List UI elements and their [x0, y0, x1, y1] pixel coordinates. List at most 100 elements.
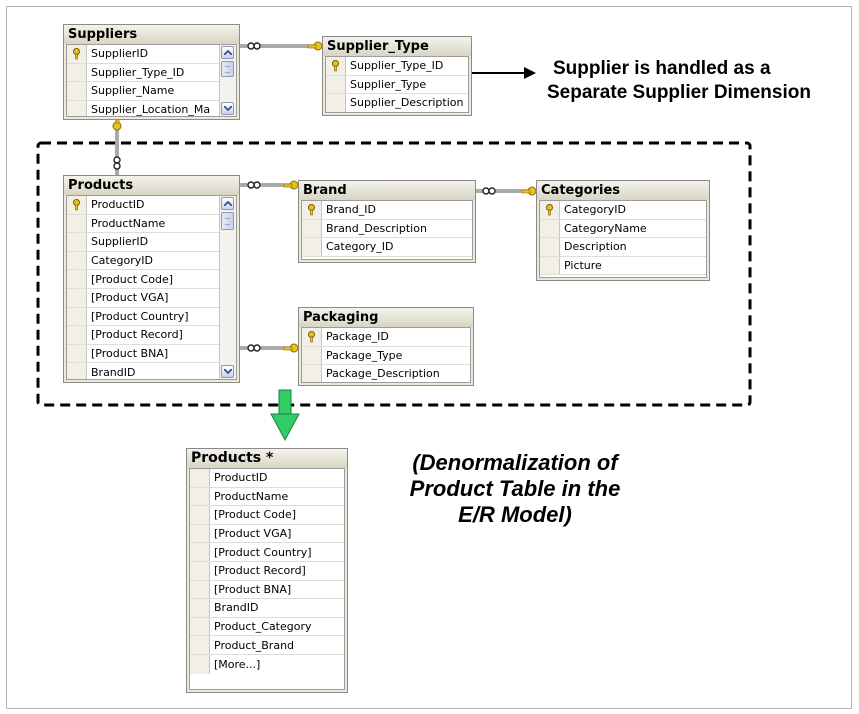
- vertical-scrollbar[interactable]: [219, 196, 236, 379]
- column-row[interactable]: [Product Country]: [190, 543, 344, 562]
- column-name: [Product Country]: [214, 545, 312, 559]
- column-name: CategoryName: [564, 221, 647, 235]
- column-row[interactable]: [Product VGA]: [190, 524, 344, 544]
- column-row[interactable]: ProductID: [67, 196, 236, 215]
- column-row[interactable]: CategoryName: [540, 219, 706, 239]
- column-row[interactable]: Supplier_Location_Ma: [67, 100, 236, 116]
- scroll-up-button[interactable]: [221, 197, 234, 210]
- table-body: ProductID ProductName SupplierID Categor…: [66, 195, 237, 380]
- column-row[interactable]: ProductName: [190, 487, 344, 507]
- table-brand[interactable]: Brand Brand_ID Brand_Description Categor…: [298, 180, 476, 263]
- column-row[interactable]: Product_Category: [190, 617, 344, 637]
- column-row[interactable]: SupplierID: [67, 45, 236, 64]
- table-title: Packaging: [299, 308, 473, 327]
- row-selector: [190, 617, 210, 636]
- table-body: SupplierID Supplier_Type_ID Supplier_Nam…: [66, 44, 237, 117]
- row-selector: [326, 75, 346, 94]
- row-selector: [302, 346, 322, 365]
- table-body: Package_ID Package_Type Package_Descript…: [301, 327, 471, 383]
- column-row[interactable]: [Product Record]: [190, 561, 344, 581]
- column-row[interactable]: ProductName: [67, 214, 236, 234]
- column-row[interactable]: Brand_Description: [302, 219, 472, 239]
- column-name: Supplier_Type_ID: [350, 59, 444, 73]
- column-row[interactable]: Supplier_Name: [67, 82, 236, 101]
- column-name: [Product BNA]: [214, 582, 292, 596]
- column-name: SupplierID: [91, 235, 149, 249]
- column-row[interactable]: [Product Code]: [67, 270, 236, 289]
- column-name: CategoryID: [564, 203, 626, 217]
- relationship-suppliers-supplier-type: [240, 41, 323, 51]
- table-packaging[interactable]: Packaging Package_ID Package_Type Packag…: [298, 307, 474, 386]
- column-row[interactable]: Description: [540, 238, 706, 257]
- column-row[interactable]: Product_Brand: [190, 636, 344, 655]
- column-row[interactable]: [Product BNA]: [67, 344, 236, 364]
- row-selector: [540, 256, 560, 275]
- row-selector: [302, 365, 322, 382]
- table-categories[interactable]: Categories CategoryID CategoryName Descr…: [536, 180, 710, 281]
- table-products-denormalized[interactable]: Products * ProductID ProductName [Produc…: [186, 448, 348, 693]
- scroll-up-button[interactable]: [221, 46, 234, 59]
- column-name: [Product VGA]: [91, 291, 169, 305]
- column-row[interactable]: BrandID: [67, 363, 236, 379]
- row-selector: [67, 288, 87, 307]
- scroll-thumb[interactable]: [221, 212, 234, 230]
- row-selector: [67, 344, 87, 363]
- relationship-key-icon: [521, 186, 537, 196]
- row-selector: [67, 307, 87, 326]
- note-line: Supplier is handled as a: [553, 58, 771, 79]
- column-row[interactable]: ProductID: [190, 469, 344, 488]
- scroll-down-button[interactable]: [221, 102, 234, 115]
- column-row[interactable]: [More...]: [190, 654, 344, 674]
- table-body: ProductID ProductName [Product Code] [Pr…: [189, 468, 345, 690]
- column-row[interactable]: Package_Type: [302, 346, 470, 366]
- table-title: Products *: [187, 449, 347, 468]
- table-title: Products: [64, 176, 239, 195]
- row-selector: [190, 487, 210, 506]
- table-title: Supplier_Type: [323, 37, 471, 56]
- column-row[interactable]: Picture: [540, 256, 706, 276]
- column-name: Supplier_Name: [91, 84, 175, 98]
- row-selector: [302, 328, 322, 346]
- key-icon: [546, 204, 553, 216]
- scroll-up-icon: [224, 201, 232, 206]
- table-body: Supplier_Type_ID Supplier_Type Supplier_…: [325, 56, 469, 113]
- column-name: [Product Record]: [91, 328, 183, 342]
- relationship-infinity-icon: [247, 181, 261, 189]
- column-row[interactable]: [Product Code]: [190, 506, 344, 525]
- relationship-products-packaging: [240, 343, 299, 353]
- column-row[interactable]: [Product BNA]: [190, 580, 344, 600]
- column-row[interactable]: [Product Record]: [67, 326, 236, 345]
- row-selector: [67, 270, 87, 288]
- column-row[interactable]: Brand_ID: [302, 201, 472, 220]
- column-row[interactable]: Supplier_Type_ID: [326, 57, 468, 76]
- row-selector: [190, 561, 210, 580]
- table-suppliers[interactable]: Suppliers SupplierID Supplier_Type_ID Su…: [63, 24, 240, 120]
- table-body: CategoryID CategoryName Description Pict…: [539, 200, 707, 278]
- column-row[interactable]: BrandID: [190, 599, 344, 618]
- column-row[interactable]: Package_Description: [302, 365, 470, 382]
- row-selector: [540, 219, 560, 238]
- relationship-infinity-icon: [247, 344, 261, 352]
- column-row[interactable]: CategoryID: [540, 201, 706, 220]
- table-title: Suppliers: [64, 25, 239, 44]
- column-name: Package_ID: [326, 330, 389, 344]
- row-selector: [67, 63, 87, 82]
- relationship-products-brand: [240, 180, 299, 190]
- column-row[interactable]: Package_ID: [302, 328, 470, 347]
- note-line: (Denormalization of: [412, 450, 618, 475]
- column-row[interactable]: SupplierID: [67, 233, 236, 252]
- column-row[interactable]: Category_ID: [302, 238, 472, 257]
- vertical-scrollbar[interactable]: [219, 45, 236, 116]
- column-name: BrandID: [214, 601, 259, 615]
- column-row[interactable]: CategoryID: [67, 251, 236, 271]
- column-row[interactable]: Supplier_Type_ID: [67, 63, 236, 83]
- table-products[interactable]: Products ProductID ProductName SupplierI…: [63, 175, 240, 383]
- column-row[interactable]: Supplier_Type: [326, 75, 468, 95]
- column-row[interactable]: [Product Country]: [67, 307, 236, 327]
- column-row[interactable]: [Product VGA]: [67, 288, 236, 308]
- table-supplier-type[interactable]: Supplier_Type Supplier_Type_ID Supplier_…: [322, 36, 472, 116]
- scroll-down-icon: [224, 106, 232, 111]
- column-row[interactable]: Supplier_Description: [326, 94, 468, 112]
- scroll-thumb[interactable]: [221, 61, 234, 77]
- scroll-down-button[interactable]: [221, 365, 234, 378]
